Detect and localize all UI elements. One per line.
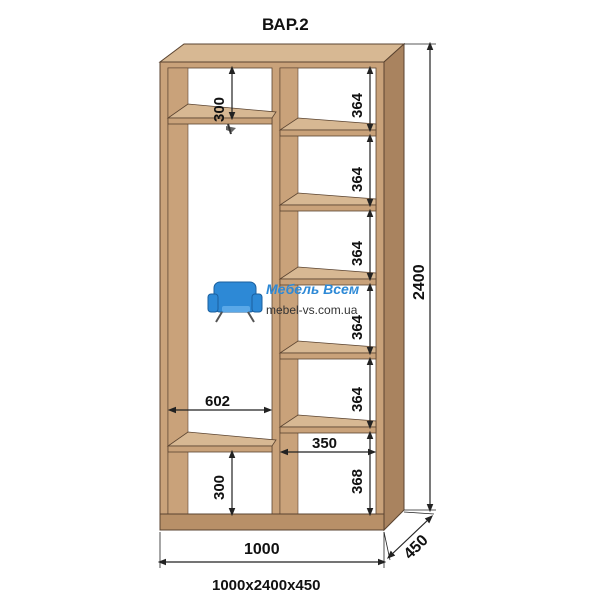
label-left-top-gap: 300 <box>211 97 228 122</box>
label-shelf-gap-2: 364 <box>349 166 366 192</box>
armchair-icon <box>207 281 263 323</box>
right-side-panel <box>383 42 405 532</box>
label-overall-width: 1000 <box>244 541 280 558</box>
label-shelf-gap-1: 364 <box>349 92 366 118</box>
label-right-bottom-gap: 368 <box>349 469 366 494</box>
top-panel <box>158 43 406 63</box>
plinth <box>159 513 385 531</box>
spec-line: 1000x2400x450 <box>212 577 320 594</box>
logo-name: Мебель Всем <box>266 281 360 297</box>
label-right-width: 350 <box>312 435 337 452</box>
dimension-labels: 300 300 602 350 364 364 364 364 364 368 … <box>205 92 432 563</box>
label-left-bottom-gap: 300 <box>211 475 228 500</box>
left-top-shelf-front <box>167 117 273 125</box>
diagram-title: ВАР.2 <box>262 15 309 34</box>
dimension-lines <box>157 41 436 568</box>
label-shelf-gap-4: 364 <box>349 314 366 340</box>
logo-site: mebel-vs.com.ua <box>266 303 358 317</box>
label-overall-height: 2400 <box>411 264 428 300</box>
label-shelf-gap-3: 364 <box>349 240 366 266</box>
label-shelf-gap-5: 364 <box>349 386 366 412</box>
right-shelves <box>278 117 377 434</box>
label-left-width: 602 <box>205 393 230 410</box>
clothes-rail-icon <box>226 123 236 135</box>
left-bottom-shelf-front <box>167 445 273 453</box>
label-overall-depth: 450 <box>401 532 432 563</box>
brand-logo: Мебель Всем mebel-vs.com.ua <box>207 281 360 323</box>
